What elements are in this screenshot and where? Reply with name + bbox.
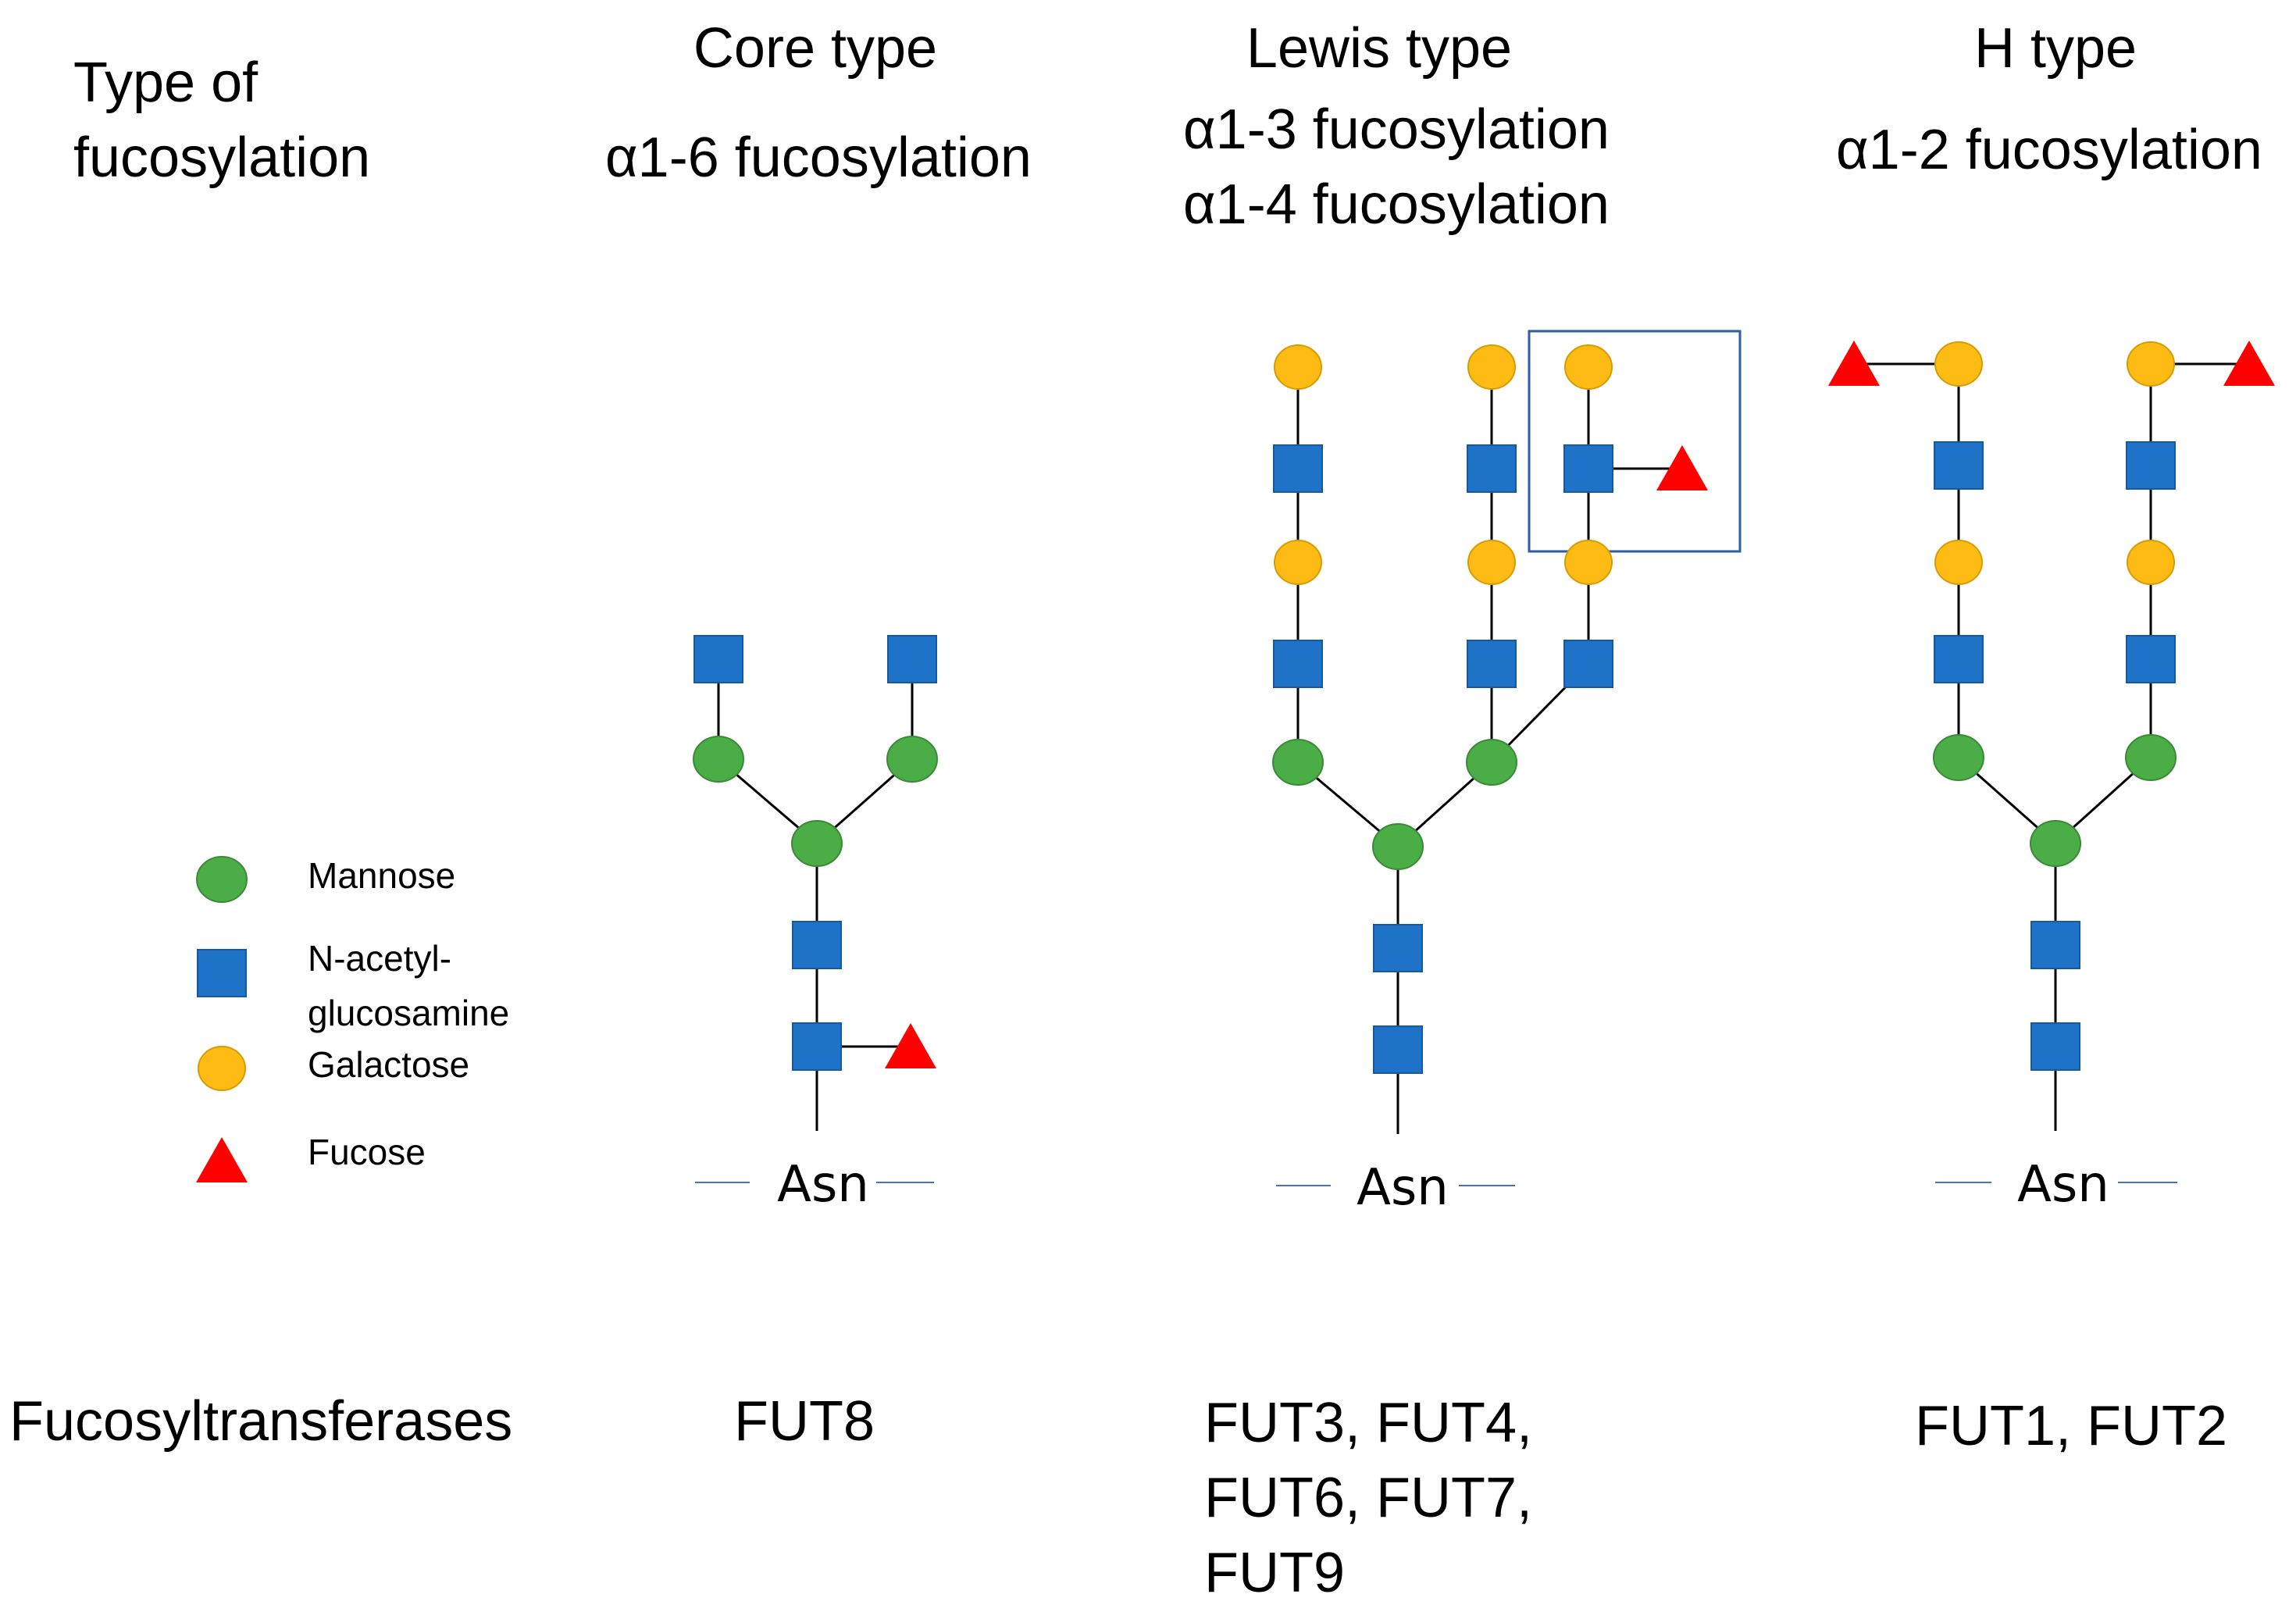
glcnac-square: [197, 949, 247, 997]
mannose-circle: [886, 736, 938, 783]
glcnac-square: [1273, 444, 1323, 493]
glcnac-square: [887, 635, 937, 683]
fucose-triangle: [1656, 445, 1708, 490]
mannose-circle: [1272, 739, 1324, 786]
lewis-epitope-highlight-box: [1528, 330, 1742, 553]
galactose-circle: [1564, 344, 1613, 390]
glcnac-square: [1467, 640, 1517, 688]
legend-label-fucose: Fucose: [308, 1132, 426, 1172]
galactose-circle: [1274, 344, 1322, 390]
fucose-triangle: [2223, 341, 2275, 386]
asn-label-lewis: Asn: [1357, 1159, 1449, 1217]
mannose-circle: [1466, 739, 1517, 786]
glcnac-square: [693, 635, 743, 683]
enzyme-lewis: FUT3, FUT4, FUT6, FUT7, FUT9: [1204, 1392, 1533, 1604]
glcnac-square: [1373, 924, 1423, 972]
legend-label-mannose: Mannose: [308, 855, 456, 896]
h-type-title: H type: [1973, 17, 2137, 80]
legend-label-glcnac: N-acetyl- glucosamine: [308, 938, 510, 1033]
mannose-circle: [2030, 820, 2081, 867]
mannose-circle: [1372, 823, 1424, 870]
glcnac-square: [1934, 441, 1984, 490]
glcnac-square: [1373, 1025, 1423, 1074]
galactose-circle: [1467, 344, 1516, 390]
mannose-circle: [196, 856, 248, 903]
fucosyltransferases-label: Fucosyltransferases: [9, 1390, 513, 1453]
h-type-subtitle: α1-2 fucosylation: [1836, 119, 2262, 181]
galactose-circle: [1274, 540, 1322, 585]
galactose-circle: [1564, 540, 1613, 585]
enzyme-h: FUT1, FUT2: [1915, 1395, 2228, 1457]
glcnac-square: [792, 1022, 842, 1071]
core-type-title: Core type: [693, 17, 938, 80]
glcnac-square: [1273, 640, 1323, 688]
galactose-circle: [198, 1046, 246, 1091]
core-type-subtitle: α1-6 fucosylation: [605, 127, 1032, 189]
type-of-fucosylation-label: Type of fucosylation: [73, 52, 371, 189]
galactose-circle: [1934, 341, 1983, 387]
galactose-circle: [2127, 540, 2175, 585]
mannose-circle: [2125, 734, 2177, 781]
glcnac-square: [2030, 921, 2080, 969]
glcnac-square: [1467, 444, 1517, 493]
glcnac-square: [1563, 444, 1613, 493]
mannose-circle: [791, 820, 843, 867]
mannose-circle: [1933, 734, 1984, 781]
glcnac-square: [1934, 635, 1984, 683]
asn-label-core: Asn: [777, 1156, 869, 1214]
glcnac-square: [2030, 1022, 2080, 1071]
glcnac-square: [792, 921, 842, 969]
lewis-type-title: Lewis type: [1246, 17, 1513, 80]
galactose-circle: [1467, 540, 1516, 585]
asn-label-h: Asn: [2017, 1156, 2109, 1214]
lewis-type-subtitle-2: α1-4 fucosylation: [1183, 173, 1610, 236]
glcnac-square: [2126, 635, 2176, 683]
glcnac-square: [1563, 640, 1613, 688]
fucose-triangle: [196, 1137, 248, 1182]
mannose-circle: [693, 736, 744, 783]
enzyme-core: FUT8: [734, 1390, 875, 1453]
galactose-circle: [2127, 341, 2175, 387]
fucose-triangle: [1828, 341, 1880, 386]
fucose-triangle: [885, 1023, 936, 1068]
lewis-type-subtitle-1: α1-3 fucosylation: [1183, 98, 1610, 161]
legend-label-galactose: Galactose: [308, 1044, 470, 1085]
galactose-circle: [1934, 540, 1983, 585]
glcnac-square: [2126, 441, 2176, 490]
